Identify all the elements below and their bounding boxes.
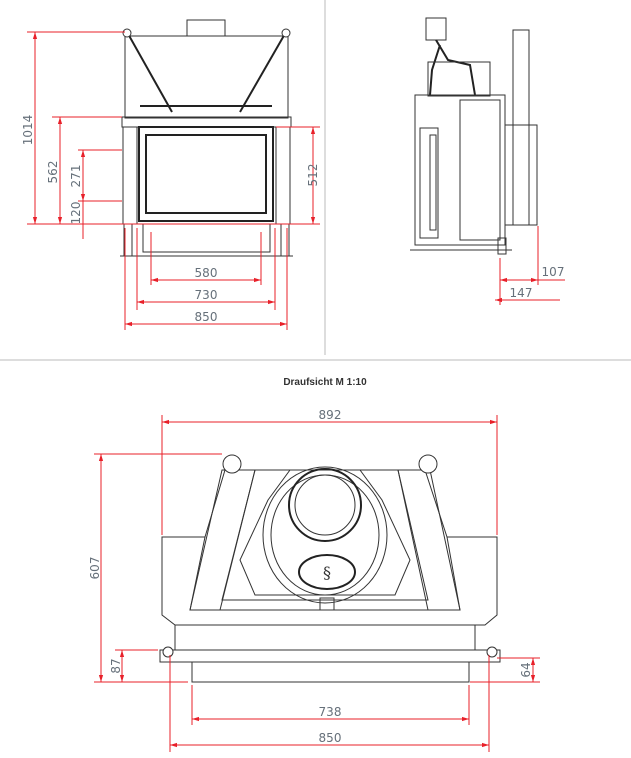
glass-front [191,661,470,683]
front-dimensions: 1014 562 271 120 512 580 730 850 [21,31,320,330]
dim-depth-large: 147 [510,286,533,300]
front-view [120,19,293,257]
dim-height-total: 1014 [21,115,35,146]
dim-overall-depth: 607 [88,557,102,580]
flame-logo-icon: § [323,563,331,582]
dim-front-depth-left: 87 [109,658,123,673]
dim-frame-width: 850 [319,731,342,745]
top-dimensions: 892 607 87 64 738 850 [88,408,540,752]
top-view: § [159,454,501,683]
dim-door-opening-height: 512 [306,164,320,187]
dim-glass-width: 738 [319,705,342,719]
flue-outlet [288,468,362,542]
dim-front-depth-right: 64 [519,662,533,677]
dim-overall-width: 850 [195,310,218,324]
flue-collar [186,19,226,37]
hood [124,35,289,119]
door-frame [138,126,274,222]
dim-top-overall-width: 892 [319,408,342,422]
dim-inner-width: 580 [195,266,218,280]
base [142,223,271,253]
top-view-title: Draufsicht M 1:10 [283,377,367,388]
dim-depth-small: 107 [542,265,565,279]
dim-height-door-top: 562 [46,161,60,184]
dim-glass-height: 271 [69,165,83,188]
dim-opening-width: 730 [195,288,218,302]
dim-base-height: 120 [69,202,83,225]
side-dimensions: 107 147 [495,226,565,305]
side-view [410,17,538,255]
air-inlet [298,554,356,590]
glass-pane [145,134,267,214]
